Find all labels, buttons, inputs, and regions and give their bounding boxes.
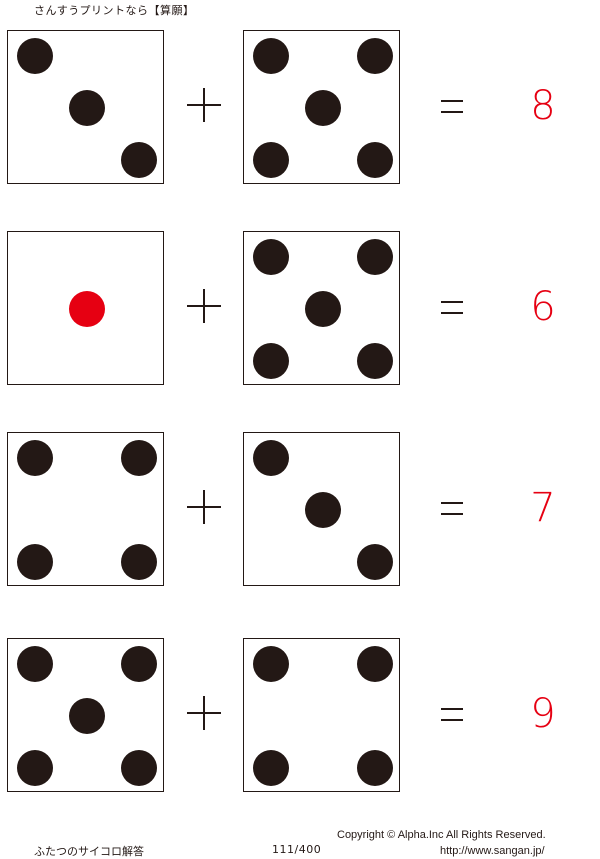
die-pip [121,142,157,178]
die-pip [357,646,393,682]
die-left [7,432,164,586]
die-pip [69,90,105,126]
equals-sign [441,708,463,722]
problem-row-1: 8 [0,30,600,188]
die-pip [357,142,393,178]
plus-sign [187,88,221,122]
die-right [243,231,400,385]
die-pip [253,646,289,682]
problem-row-4: 9 [0,638,600,796]
problem-row-2: 6 [0,231,600,389]
equals-sign [441,301,463,315]
die-pip [121,750,157,786]
site-url: http://www.sangan.jp/ [440,845,545,857]
die-pip [253,343,289,379]
die-pip [357,544,393,580]
die-pip [17,646,53,682]
equals-sign [441,100,463,114]
header-title: さんすうプリントなら【算願】 [34,4,195,17]
die-pip [121,646,157,682]
die-left [7,638,164,792]
die-pip [357,750,393,786]
die-pip [305,90,341,126]
die-left [7,231,164,385]
die-pip [17,750,53,786]
die-pip [17,440,53,476]
die-right [243,638,400,792]
die-pip [253,750,289,786]
page-number: 111/400 [272,843,322,856]
die-pip [17,38,53,74]
equals-sign [441,502,463,516]
die-right [243,432,400,586]
answer: 6 [530,284,556,330]
answer: 7 [530,485,556,531]
answer: 8 [530,83,556,129]
die-left [7,30,164,184]
die-pip [357,239,393,275]
die-pip [17,544,53,580]
die-pip [253,440,289,476]
die-pip [121,440,157,476]
die-pip [357,343,393,379]
die-right [243,30,400,184]
die-pip [121,544,157,580]
answer: 9 [530,691,556,737]
die-pip [305,492,341,528]
plus-sign [187,696,221,730]
footer-title: ふたつのサイコロ解答 [34,845,144,858]
plus-sign [187,289,221,323]
problem-row-3: 7 [0,432,600,590]
plus-sign [187,490,221,524]
die-pip [253,142,289,178]
die-pip [253,38,289,74]
die-pip [69,291,105,327]
die-pip [253,239,289,275]
copyright-text: Copyright © Alpha.Inc All Rights Reserve… [337,829,546,841]
die-pip [357,38,393,74]
die-pip [69,698,105,734]
die-pip [305,291,341,327]
